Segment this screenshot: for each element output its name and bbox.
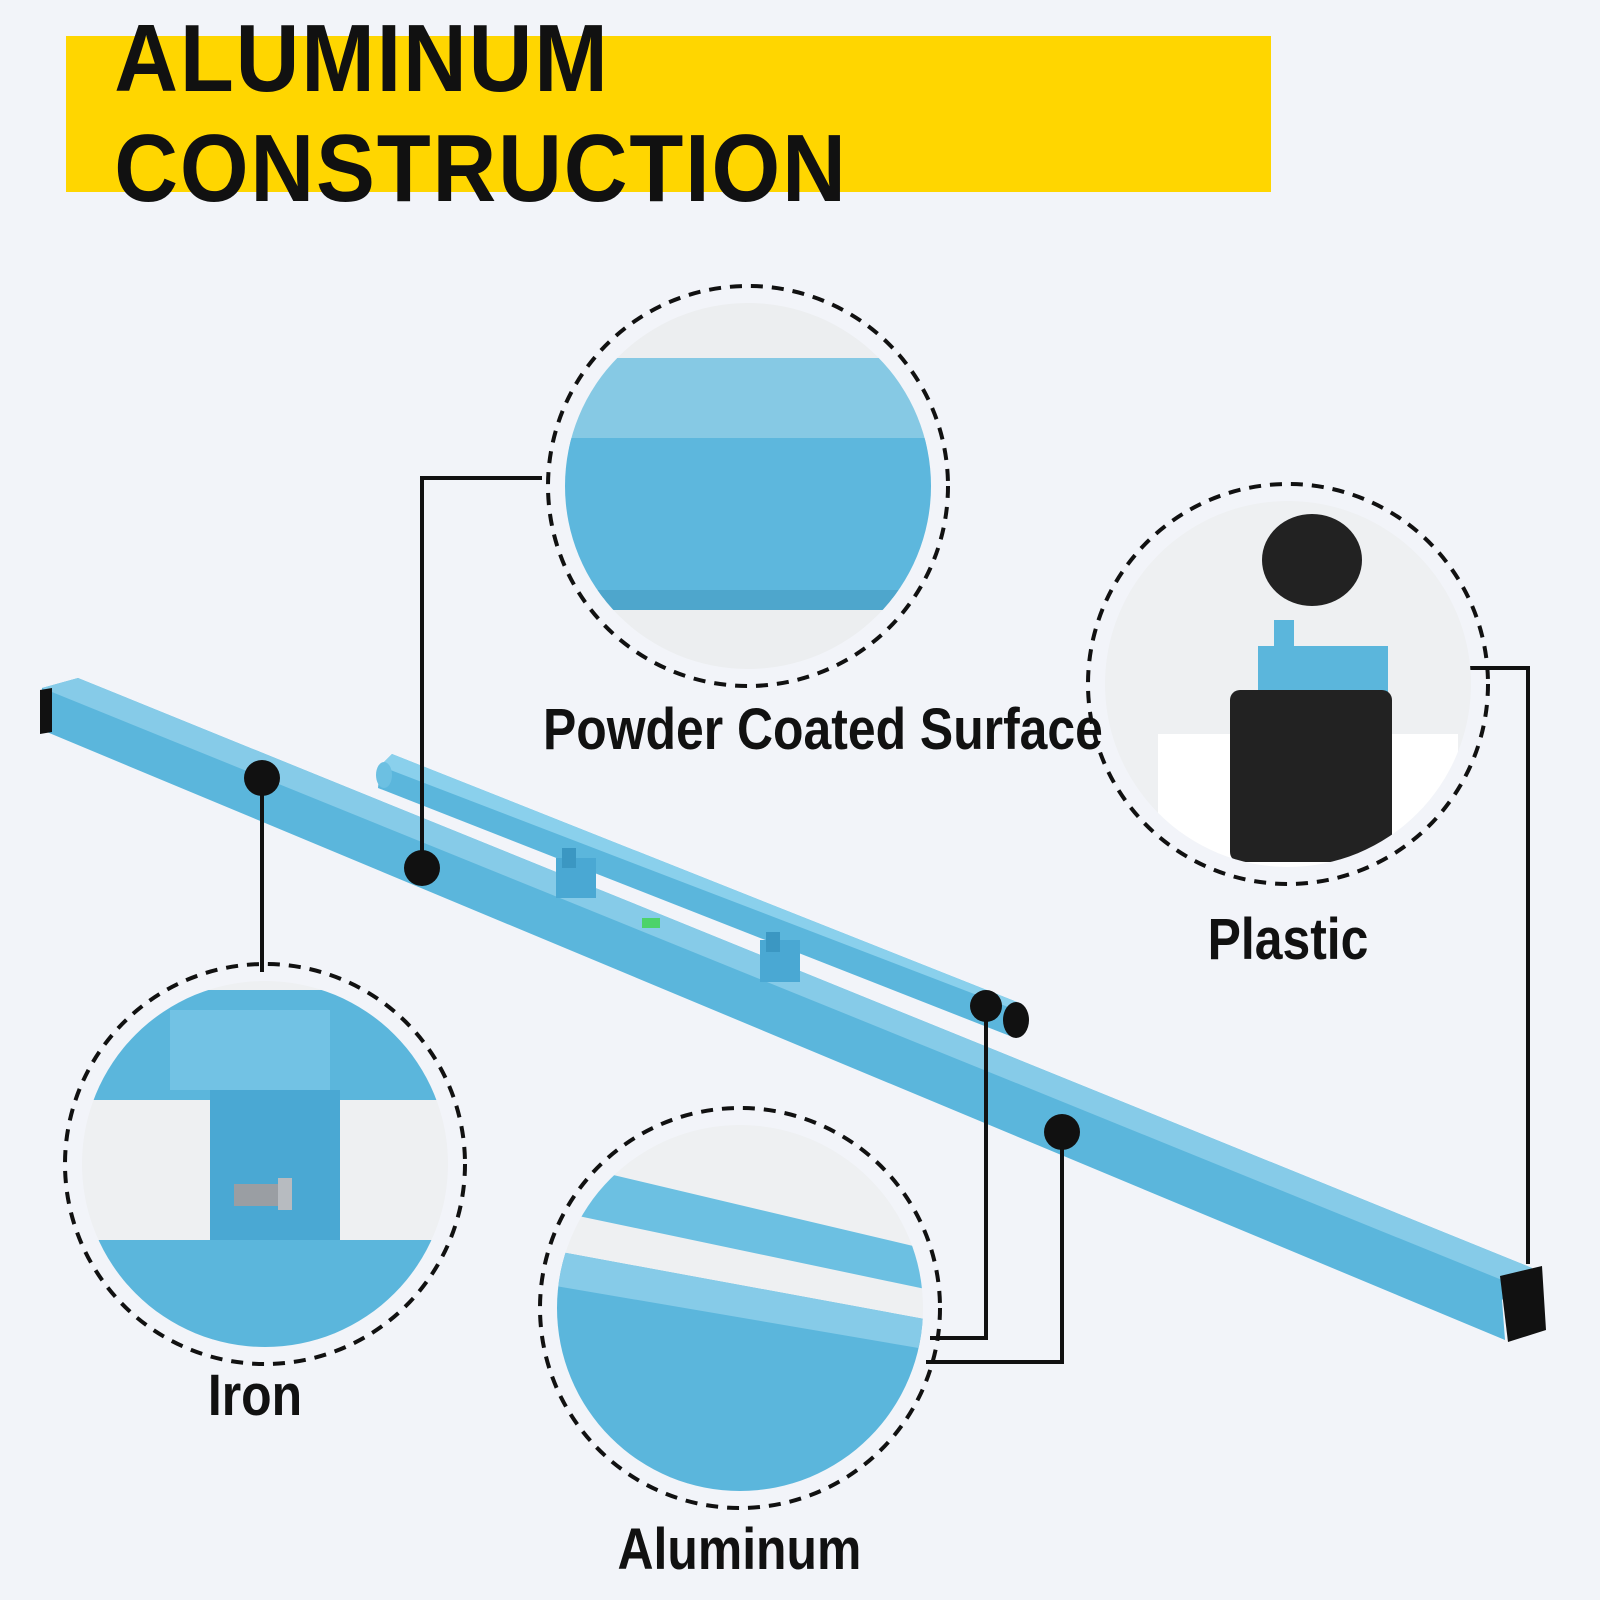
- aluminum-detail: [538, 1106, 942, 1510]
- callout-label-iron: Iron: [207, 1363, 303, 1428]
- handle-bar: [376, 754, 1029, 1038]
- plastic-detail: [1086, 482, 1490, 886]
- callout-label-aluminum: Aluminum: [617, 1517, 862, 1582]
- callout-label-plastic: Plastic: [1207, 907, 1369, 972]
- iron-detail: [63, 962, 467, 1366]
- callout-dots: [244, 760, 1080, 1150]
- callout-lines: [260, 476, 1530, 1364]
- bubble-level: [642, 918, 660, 928]
- callout-label-powder: Powder Coated Surface: [543, 697, 1103, 762]
- handle-bracket-left: [556, 848, 596, 898]
- plastic-end-cap: [1500, 1266, 1546, 1342]
- powder-coated-detail: [546, 284, 950, 688]
- handle-bracket-right: [760, 932, 800, 982]
